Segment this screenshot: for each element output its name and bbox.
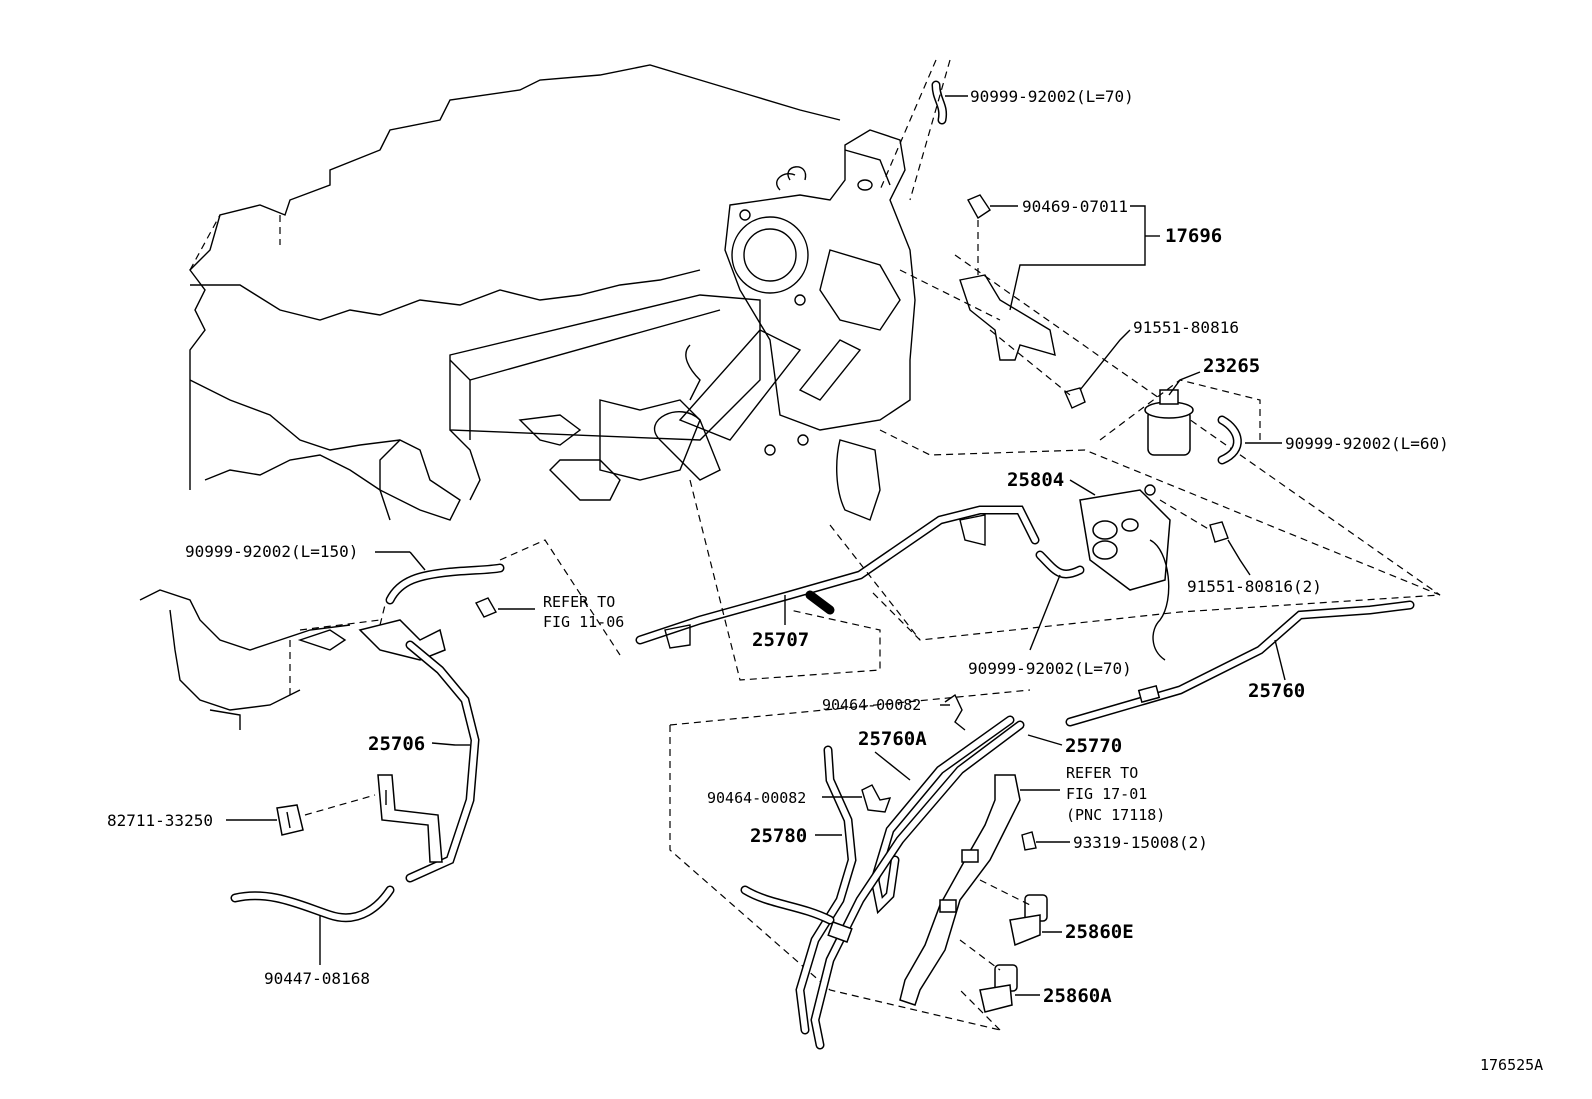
label-bolt-93319: 93319-15008(2) <box>1073 833 1208 852</box>
pipe-25706: 25706 <box>358 619 480 883</box>
label-pipe-25770: 25770 <box>1065 735 1122 757</box>
engine-outline <box>189 64 841 521</box>
pipe-25760: 25760 <box>1065 600 1415 727</box>
label-refer-1701-c: (PNC 17118) <box>1066 806 1165 824</box>
label-bolt-lower: 91551-80816(2) <box>1187 577 1322 596</box>
label-hose-right: 90999-92002(L=60) <box>1285 434 1449 453</box>
label-bracket-group: 17696 <box>1165 225 1222 247</box>
label-vsv-23265: 23265 <box>1203 355 1260 377</box>
label-bolt-upper: 91551-80816 <box>1133 318 1239 337</box>
egr-throttle-assembly <box>653 129 916 521</box>
hose-right: 90999-92002(L=60) <box>1217 415 1449 465</box>
label-hose-top: 90999-92002(L=70) <box>970 87 1134 106</box>
pipe-25707: 25707 <box>635 479 1040 681</box>
label-hose-90447: 90447-08168 <box>264 969 370 988</box>
valve-25860e: 25860E <box>979 879 1134 947</box>
label-clip-top: 90469-07011 <box>1022 197 1128 216</box>
vsv-25804: 25804 <box>1007 469 1211 661</box>
clamp-82711: 82711-33250 <box>107 794 376 836</box>
bolt-lower: 91551-80816(2) <box>1187 521 1322 596</box>
label-pipe-25760a: 25760A <box>858 728 927 750</box>
hose-top: 90999-92002(L=70) <box>879 59 1134 201</box>
hose-90447: 90447-08168 <box>230 885 395 988</box>
label-refer-1701-a: REFER TO <box>1066 764 1138 782</box>
diagram-id: 176525A <box>1480 1056 1543 1074</box>
bolt-93319: 93319-15008(2) <box>1021 831 1208 852</box>
label-pipe-25707: 25707 <box>752 629 809 651</box>
label-pipe-25760: 25760 <box>1248 680 1305 702</box>
label-clamp-82711: 82711-33250 <box>107 811 213 830</box>
hose-l150: 90999-92002(L=150) <box>185 539 621 656</box>
label-pipe-25780: 25780 <box>750 825 807 847</box>
label-refer-1106-a: REFER TO <box>543 593 615 611</box>
label-refer-1106-b: FIG 11-06 <box>543 613 624 631</box>
bracket-refer-1701: REFER TO FIG 17-01 (PNC 17118) <box>899 764 1165 1006</box>
clip-mid-lower: 90464-00082 <box>707 784 892 813</box>
pipe-25770: 25770 <box>810 720 1122 1050</box>
label-pipe-25706: 25706 <box>368 733 425 755</box>
label-refer-1701-b: FIG 17-01 <box>1066 785 1147 803</box>
transmission-outline <box>139 589 381 730</box>
label-valve-25860a: 25860A <box>1043 985 1112 1007</box>
hose-mid: 90999-92002(L=70) <box>968 550 1132 678</box>
valve-25860a: 25860A <box>959 939 1112 1013</box>
vsv-23265: 23265 <box>1099 355 1261 456</box>
pipe-25780: 25780 <box>740 745 857 1035</box>
label-valve-25860e: 25860E <box>1065 921 1134 943</box>
bolt-upper: 91551-80816 <box>989 318 1239 409</box>
label-clip-mid-lower: 90464-00082 <box>707 789 806 807</box>
label-clip-mid-upper: 90464-00082 <box>822 696 921 714</box>
label-hose-l150: 90999-92002(L=150) <box>185 542 358 561</box>
clip-mid-upper: 90464-00082 <box>822 693 966 731</box>
label-hose-mid: 90999-92002(L=70) <box>968 659 1132 678</box>
refer-1106: REFER TO FIG 11-06 <box>474 593 624 631</box>
dashed-boundary-lower <box>669 689 1031 1031</box>
label-vsv-25804: 25804 <box>1007 469 1064 491</box>
bracket-17696-group: 90469-07011 17696 <box>899 194 1441 596</box>
